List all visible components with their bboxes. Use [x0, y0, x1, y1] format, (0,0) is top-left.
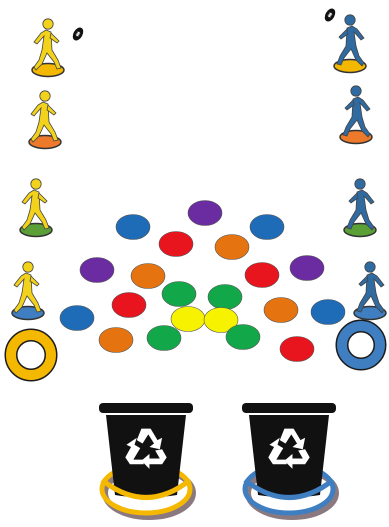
spot-red[interactable] — [245, 263, 279, 288]
left-ring[interactable] — [11, 335, 51, 375]
spot-orange[interactable] — [215, 235, 249, 260]
spot-orange[interactable] — [99, 328, 133, 353]
right-player-4[interactable] — [354, 262, 386, 320]
spot-green[interactable] — [208, 285, 242, 310]
running-person-icon — [22, 179, 49, 230]
football-icon[interactable] — [323, 7, 338, 24]
spot-blue[interactable] — [60, 306, 94, 331]
recycling-bin-icon — [249, 415, 329, 498]
right-team — [334, 15, 386, 320]
spot-green[interactable] — [147, 326, 181, 351]
right-ring[interactable] — [342, 326, 380, 364]
spot-field — [60, 201, 345, 362]
spot-blue[interactable] — [116, 215, 150, 240]
left-player-1[interactable] — [32, 19, 64, 77]
spot-red[interactable] — [159, 232, 193, 257]
running-person-icon — [357, 262, 384, 313]
left-player-3[interactable] — [20, 179, 52, 237]
left-player-2[interactable] — [29, 91, 61, 149]
running-person-icon — [343, 86, 370, 137]
recycling-bin-icon — [106, 415, 186, 498]
right-player-1[interactable] — [334, 15, 366, 73]
spot-orange[interactable] — [264, 298, 298, 323]
spot-orange[interactable] — [131, 264, 165, 289]
spot-purple[interactable] — [188, 201, 222, 226]
running-person-icon — [31, 91, 58, 142]
spot-purple[interactable] — [290, 256, 324, 281]
running-person-icon — [347, 179, 374, 230]
running-person-icon — [34, 19, 61, 70]
spot-blue[interactable] — [311, 300, 345, 325]
left-recycling-bin[interactable] — [99, 403, 193, 517]
spot-red[interactable] — [280, 337, 314, 362]
left-player-4[interactable] — [12, 262, 44, 320]
right-player-3[interactable] — [344, 179, 376, 237]
spot-yellow[interactable] — [171, 307, 205, 332]
football-icon[interactable] — [71, 26, 86, 43]
spot-purple[interactable] — [80, 258, 114, 283]
spot-green[interactable] — [162, 282, 196, 307]
spot-blue[interactable] — [250, 215, 284, 240]
right-recycling-bin[interactable] — [242, 403, 336, 517]
spot-green[interactable] — [226, 325, 260, 350]
running-person-icon — [337, 15, 364, 66]
right-player-2[interactable] — [340, 86, 372, 144]
left-team — [12, 19, 64, 320]
spot-red[interactable] — [112, 293, 146, 318]
running-person-icon — [14, 262, 41, 313]
